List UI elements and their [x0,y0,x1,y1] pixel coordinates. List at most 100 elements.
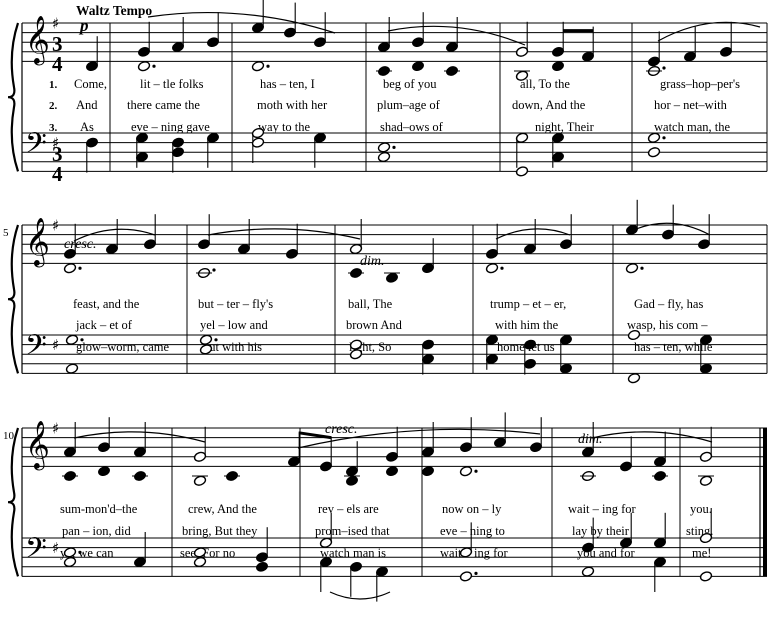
lyric-line: trump – et – er, [490,297,566,311]
slur [387,25,526,46]
brace [7,22,20,172]
lyric-line: out with his [203,340,262,354]
bass-clef-icon: 𝄢 [25,532,47,572]
note-head [386,466,398,477]
slur [73,431,206,443]
note-head [63,263,77,274]
sharp-icon: ♯ [52,134,59,152]
note-head [65,363,79,374]
slur [297,428,541,449]
slur [495,228,571,240]
lyric-line: And [76,98,98,112]
dynamic-dim-2: dim. [578,432,603,447]
note-head [515,166,529,177]
slur [73,228,156,242]
measure-number-10: 10 [3,430,15,442]
note-head [137,61,151,72]
tempo-marking: Waltz Tempo [76,3,152,18]
lyric-line: all, To the [520,77,570,91]
time-sig-bottom-bass: 4 [52,162,63,186]
slur [635,222,711,236]
sharp-icon: ♯ [52,419,59,437]
lyric-line: with him the [495,318,559,332]
lyric-line: prom–ised that [315,524,390,538]
note-head [515,70,529,81]
note-head [193,547,207,558]
note-head [98,466,110,477]
bass-clef-icon: 𝄢 [25,127,47,167]
beam [298,431,332,440]
note-head [699,571,713,582]
lyric-line: rev – els are [318,502,379,516]
note-head [199,334,213,345]
treble-clef-icon: 𝄞 [25,217,50,268]
treble-clef-icon: 𝄞 [25,420,50,471]
note-head [63,556,77,568]
note-head [349,349,363,360]
note-head [193,556,207,568]
lyric-line: watch man is [320,546,386,560]
note-head [65,334,79,345]
lyric-line: me! [692,546,711,560]
lyric-line: ball, The [348,297,393,311]
time-sig-top-bass: 3 [52,142,63,166]
lyric-line: moth with her [257,98,328,112]
slur [591,431,713,443]
measure-number-5: 5 [3,227,9,239]
lyric-line: see, For no [180,546,235,560]
dynamic-cresc-2: cresc. [325,422,358,437]
verse-number-1: 1. [49,79,58,91]
lyric-line: there came the [127,98,200,112]
note-head [625,263,639,274]
lyrics-system-1: Come, lit – tle folks has – ten, I beg o… [74,77,740,134]
note-head [256,561,268,572]
note-head [459,571,473,582]
lyric-line: way to the [258,120,311,134]
lyric-line: grass–hop–per's [660,77,740,91]
time-sig-top-treble: 3 [52,32,63,56]
note-head [199,344,213,355]
lyric-line: lit – tle folks [140,77,204,91]
note-head [412,61,424,72]
lyric-line: wait – ing for [568,502,637,516]
note-head [552,152,564,162]
note-head [552,61,564,72]
augmentation-dot [392,145,396,149]
lyric-line: eve – ning gave [131,120,210,134]
note-head [251,61,265,72]
lyric-line: wasp, his com – [627,318,708,332]
augmentation-dot [212,268,216,272]
lyric-line: you. [690,502,712,516]
note-head [172,147,184,158]
slur [147,11,336,34]
lyric-line: has – ten, I [260,77,315,91]
note-head [700,363,712,374]
augmentation-dot [78,266,82,270]
sharp-icon: ♯ [52,14,59,32]
sharp-icon: ♯ [52,336,59,354]
note-head [136,152,148,162]
augmentation-dot [500,266,504,270]
note-head [386,272,398,283]
augmentation-dot [662,66,666,70]
lyrics-system-3: sum-mon'd–the crew, And the rev – els ar… [60,502,713,560]
note-head [346,475,358,486]
lyric-line: Come, [74,77,107,91]
lyric-line: lay by their [572,524,630,538]
lyric-line: watch man, the [654,120,730,134]
note-head [459,466,473,477]
lyric-line: eve – ning to [440,524,505,538]
verse-number-2: 2. [49,100,58,112]
lyric-line: hor – net–with [654,98,728,112]
treble-clef-icon: 𝄞 [25,15,50,66]
time-sig-bottom-treble: 4 [52,52,63,76]
brace [7,224,20,374]
note-head [422,466,434,477]
note-head [524,358,536,369]
slur [207,228,361,240]
note-head [581,566,595,577]
lyric-line: jack – et of [75,318,133,332]
dynamic-dim-1: dim. [360,254,385,269]
lyric-line: but – ter – fly's [198,297,273,311]
